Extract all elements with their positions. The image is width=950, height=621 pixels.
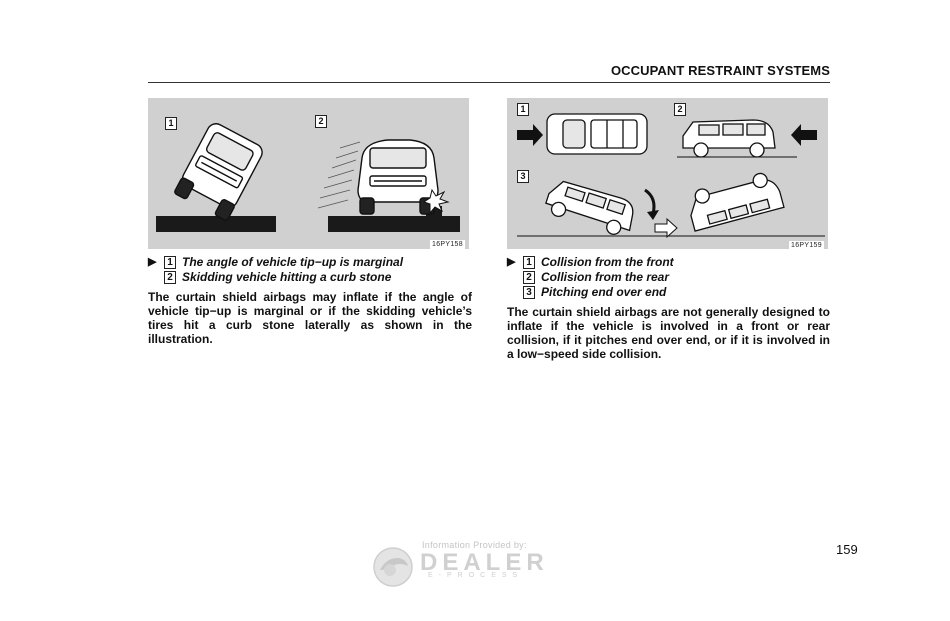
illustration-rollover-drawing: [148, 98, 469, 249]
caption-number: 2: [523, 271, 535, 284]
caption-number: 1: [164, 256, 176, 269]
illustration-collisions-drawing: [507, 98, 828, 249]
figure-label-2: 2: [674, 103, 686, 116]
figure-label-2: 2: [315, 115, 327, 128]
footer-sub: E-PROCESS: [428, 572, 523, 579]
illustration-collisions: 1 2 3 16PY159: [507, 98, 828, 249]
caption-row: 2 Skidding vehicle hitting a curb stone: [148, 270, 403, 285]
figure-code: 16PY158: [430, 240, 465, 249]
caption-row: 3 Pitching end over end: [507, 285, 674, 300]
page-number: 159: [836, 542, 858, 557]
section-title: OCCUPANT RESTRAINT SYSTEMS: [560, 63, 830, 78]
caption-row: 2 Collision from the rear: [507, 270, 674, 285]
dealer-logo-icon: [372, 546, 414, 588]
caption-marker-icon: ▶: [507, 255, 523, 270]
caption-text: Pitching end over end: [541, 285, 666, 300]
left-body-text: The curtain shield airbags may inflate i…: [148, 290, 472, 346]
figure-label-1: 1: [517, 103, 529, 116]
caption-number: 2: [164, 271, 176, 284]
caption-marker-icon: ▶: [148, 255, 164, 270]
right-captions: ▶ 1 Collision from the front 2 Collision…: [507, 255, 674, 300]
figure-label-1: 1: [165, 117, 177, 130]
caption-text: Collision from the rear: [541, 270, 669, 285]
caption-row: ▶ 1 The angle of vehicle tip−up is margi…: [148, 255, 403, 270]
caption-text: Collision from the front: [541, 255, 674, 270]
left-captions: ▶ 1 The angle of vehicle tip−up is margi…: [148, 255, 403, 285]
header-rule: [148, 82, 830, 83]
caption-text: Skidding vehicle hitting a curb stone: [182, 270, 391, 285]
right-body-text: The curtain shield airbags are not gener…: [507, 305, 830, 361]
caption-number: 3: [523, 286, 535, 299]
caption-number: 1: [523, 256, 535, 269]
illustration-rollover-curb: 1 2 16PY158: [148, 98, 469, 249]
caption-text: The angle of vehicle tip−up is marginal: [182, 255, 403, 270]
figure-code: 16PY159: [789, 241, 824, 249]
caption-row: ▶ 1 Collision from the front: [507, 255, 674, 270]
figure-label-3: 3: [517, 170, 529, 183]
